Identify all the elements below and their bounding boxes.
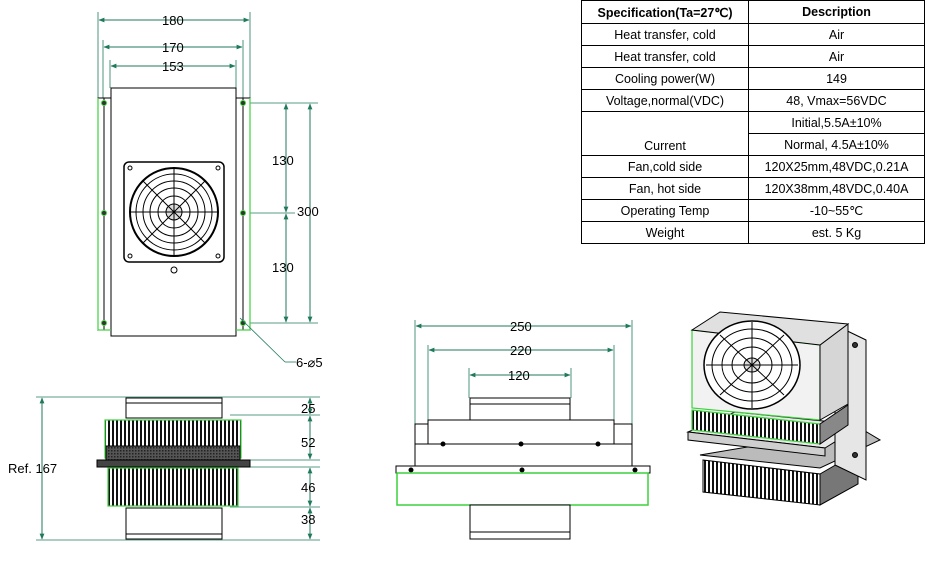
table-row: Voltage,normal(VDC) 48, Vmax=56VDC — [581, 89, 925, 112]
specification-table: Specification(Ta=27℃) Description Heat t… — [581, 0, 925, 244]
top-hot-side — [396, 472, 649, 506]
isometric-view — [686, 311, 882, 506]
table-cell-desc: -10~55℃ — [748, 199, 925, 222]
table-header-specification: Specification(Ta=27℃) — [581, 0, 749, 24]
table-cell-desc: 120X25mm,48VDC,0.21A — [748, 155, 925, 178]
table-cell-desc: 149 — [748, 67, 925, 90]
table-row: Fan, hot side 120X38mm,48VDC,0.40A — [581, 177, 925, 200]
dim-ref167: Ref. 167 — [8, 461, 57, 476]
side-top-fan — [125, 397, 223, 419]
table-cell-desc: est. 5 Kg — [748, 221, 925, 244]
top-cold-box — [427, 419, 615, 445]
table-cell-spec: Fan, hot side — [581, 177, 749, 200]
dim-250: 250 — [510, 319, 532, 334]
table-cell-spec: Fan,cold side — [581, 155, 749, 178]
table-cell-desc: Air — [748, 45, 925, 68]
top-view — [395, 320, 651, 540]
table-cell-spec: Cooling power(W) — [581, 67, 749, 90]
table-cell-desc: 120X38mm,48VDC,0.40A — [748, 177, 925, 200]
dim-120: 120 — [508, 368, 530, 383]
top-sink-block — [414, 443, 633, 467]
table-cell-desc: Air — [748, 23, 925, 46]
table-header-row: Specification(Ta=27℃) Description — [581, 0, 925, 24]
side-view — [36, 396, 320, 541]
table-row: Operating Temp -10~55℃ — [581, 199, 925, 222]
table-row: Heat transfer, cold Air — [581, 23, 925, 46]
front-drain-hole — [170, 266, 178, 274]
side-hot-fins — [107, 467, 239, 507]
table-cell-spec: Heat transfer, cold — [581, 45, 749, 68]
dim-220: 220 — [510, 343, 532, 358]
table-cell-desc: 48, Vmax=56VDC — [748, 89, 925, 112]
dim-170: 170 — [162, 40, 184, 55]
table-cell-spec: Heat transfer, cold — [581, 23, 749, 46]
table-cell-desc: Initial,5.5A±10% — [748, 111, 925, 134]
dim-180: 180 — [162, 13, 184, 28]
dim-holes: 6-⌀5 — [296, 355, 323, 370]
table-cell-spec: Weight — [581, 221, 749, 244]
table-cell-desc: Normal, 4.5A±10% — [748, 133, 925, 156]
table-row: Current Initial,5.5A±10% — [581, 111, 925, 156]
top-bottom-fan — [469, 504, 571, 540]
table-cell-spec: Voltage,normal(VDC) — [581, 89, 749, 112]
dim-153: 153 — [162, 59, 184, 74]
dim-46: 46 — [301, 480, 315, 495]
dim-25: 25 — [301, 401, 315, 416]
table-header-description: Description — [748, 0, 925, 24]
side-base-plate — [96, 459, 251, 468]
table-row: Normal, 4.5A±10% — [582, 133, 925, 156]
table-row: Weight est. 5 Kg — [581, 221, 925, 244]
side-insulation — [105, 445, 241, 461]
table-row: Fan,cold side 120X25mm,48VDC,0.21A — [581, 155, 925, 178]
front-view — [97, 12, 318, 363]
front-fan — [123, 161, 225, 263]
table-row: Cooling power(W) 149 — [581, 67, 925, 90]
dim-130-upper: 130 — [272, 153, 294, 168]
mounting-holes — [101, 100, 246, 326]
table-cell-spec-current: Current — [581, 111, 749, 156]
top-fan — [469, 397, 571, 421]
dim-130-lower: 130 — [272, 260, 294, 275]
dim-38: 38 — [301, 512, 315, 527]
table-cell-spec: Operating Temp — [581, 199, 749, 222]
dim-52: 52 — [301, 435, 315, 450]
table-row: Heat transfer, cold Air — [581, 45, 925, 68]
dim-300: 300 — [297, 204, 319, 219]
